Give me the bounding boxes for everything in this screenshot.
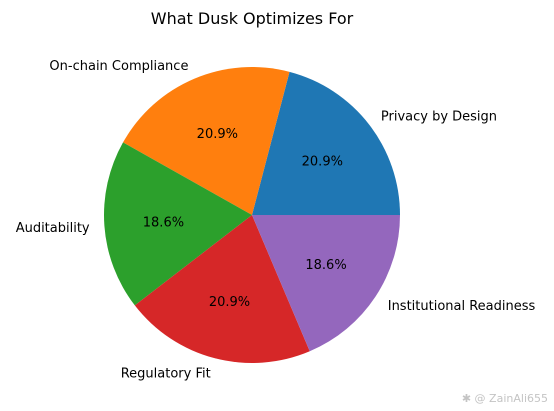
slice-label-privacy-by-design: Privacy by Design — [381, 110, 497, 125]
pie-slice-on-chain-compliance — [123, 66, 290, 215]
watermark: ✱ @ ZainAli655 — [461, 392, 548, 405]
slice-label-regulatory-fit: Regulatory Fit — [121, 366, 211, 381]
pie-slice-regulatory-fit — [134, 215, 310, 364]
slice-label-institutional-readiness: Institutional Readiness — [388, 299, 536, 314]
chart-title: What Dusk Optimizes For — [151, 9, 354, 28]
slice-label-on-chain-compliance: On-chain Compliance — [49, 59, 188, 74]
pie-slice-institutional-readiness — [252, 215, 400, 352]
pie-slice-privacy-by-design — [252, 71, 400, 215]
pct-label-privacy-by-design: 20.9% — [302, 155, 343, 170]
pct-label-on-chain-compliance: 20.9% — [197, 127, 238, 142]
pct-label-institutional-readiness: 18.6% — [305, 258, 346, 273]
pct-label-auditability: 18.6% — [143, 215, 184, 230]
pct-label-regulatory-fit: 20.9% — [209, 295, 250, 310]
pie-labels: 20.9% Privacy by Design 20.9% On-chain Comp… — [16, 59, 536, 381]
pie-slices — [104, 66, 400, 364]
pie-slice-auditability — [104, 142, 253, 306]
slice-label-auditability: Auditability — [16, 221, 90, 236]
